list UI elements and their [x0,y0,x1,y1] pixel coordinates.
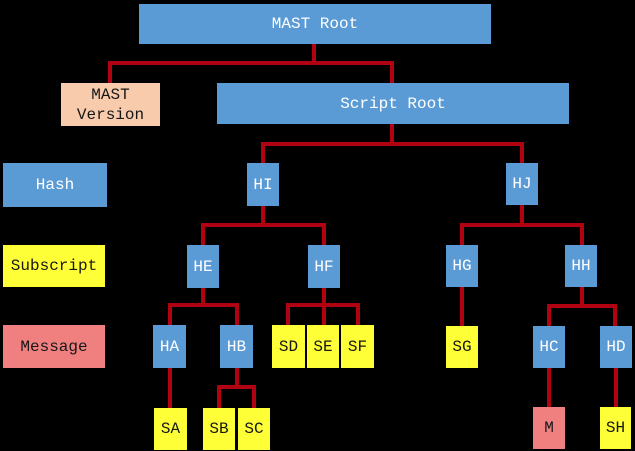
connector-hh-to-hc-hd [547,287,617,329]
node-script-root: Script Root [217,83,569,124]
node-hd: HD [600,326,632,368]
node-ha: HA [153,325,186,368]
connector-hi-to-he-hf [201,206,326,248]
node-hh: HH [565,245,597,287]
node-mast-version: MAST Version [61,83,160,126]
connector-script-root-to-hi-hj [261,124,524,166]
node-sh: SH [600,407,631,449]
node-sf: SF [341,325,374,368]
connector-mast-root-to-children [108,44,394,86]
node-hj: HJ [506,163,538,205]
connector-hj-to-hg-hh [460,205,584,248]
node-hb: HB [220,325,253,368]
node-sd: SD [272,325,305,368]
node-hg: HG [446,245,478,287]
node-hi: HI [247,163,279,206]
node-hf: HF [308,245,340,288]
node-mast-root: MAST Root [139,4,491,44]
connector-he-to-ha-hb [168,288,239,328]
node-sg: SG [446,326,478,368]
node-hc: HC [533,326,565,368]
node-se: SE [307,325,339,368]
node-sc: SC [238,408,270,450]
node-sa: SA [154,408,187,450]
node-sb: SB [203,408,235,450]
legend-message: Message [3,325,105,368]
legend-subscript: Subscript [3,245,105,287]
legend-hash: Hash [3,163,107,207]
node-he: HE [187,245,219,288]
node-m: M [533,407,565,449]
connector-hf-to-sd-se-sf [286,288,360,328]
connector-hb-to-sb-sc [217,368,256,410]
